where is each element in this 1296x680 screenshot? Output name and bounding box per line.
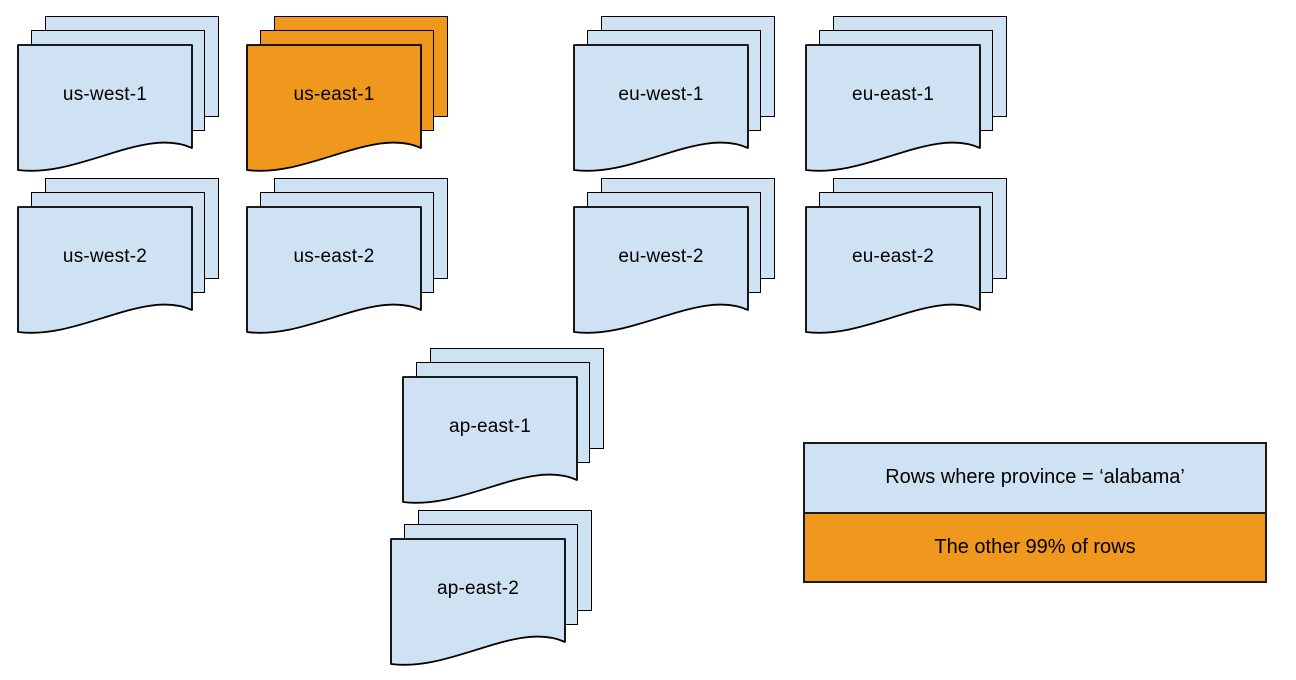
region-doc-stack-us-east-1: us-east-1 bbox=[246, 16, 452, 176]
region-doc-stack-us-west-1: us-west-1 bbox=[17, 16, 223, 176]
legend-item-alabama-rows: Rows where province = ‘alabama’ bbox=[805, 444, 1265, 514]
document-shape-icon bbox=[805, 206, 981, 334]
region-doc-stack-eu-east-2: eu-east-2 bbox=[805, 178, 1011, 338]
document-shape-icon bbox=[573, 206, 749, 334]
region-doc-stack-us-east-2: us-east-2 bbox=[246, 178, 452, 338]
legend: Rows where province = ‘alabama’ The othe… bbox=[803, 442, 1267, 583]
document-shape-icon bbox=[402, 376, 578, 504]
region-doc-stack-ap-east-2: ap-east-2 bbox=[390, 510, 596, 670]
document-shape-icon bbox=[17, 44, 193, 172]
region-doc-stack-eu-west-1: eu-west-1 bbox=[573, 16, 779, 176]
document-shape-icon bbox=[246, 44, 422, 172]
region-doc-stack-ap-east-1: ap-east-1 bbox=[402, 348, 608, 508]
legend-label-alabama-rows: Rows where province = ‘alabama’ bbox=[885, 466, 1185, 489]
document-shape-icon bbox=[246, 206, 422, 334]
document-shape-icon bbox=[573, 44, 749, 172]
legend-item-other-rows: The other 99% of rows bbox=[805, 513, 1265, 581]
document-shape-icon bbox=[390, 538, 566, 666]
document-shape-icon bbox=[805, 44, 981, 172]
region-doc-stack-us-west-2: us-west-2 bbox=[17, 178, 223, 338]
legend-label-other-rows: The other 99% of rows bbox=[934, 535, 1136, 558]
region-doc-stack-eu-east-1: eu-east-1 bbox=[805, 16, 1011, 176]
document-shape-icon bbox=[17, 206, 193, 334]
region-doc-stack-eu-west-2: eu-west-2 bbox=[573, 178, 779, 338]
